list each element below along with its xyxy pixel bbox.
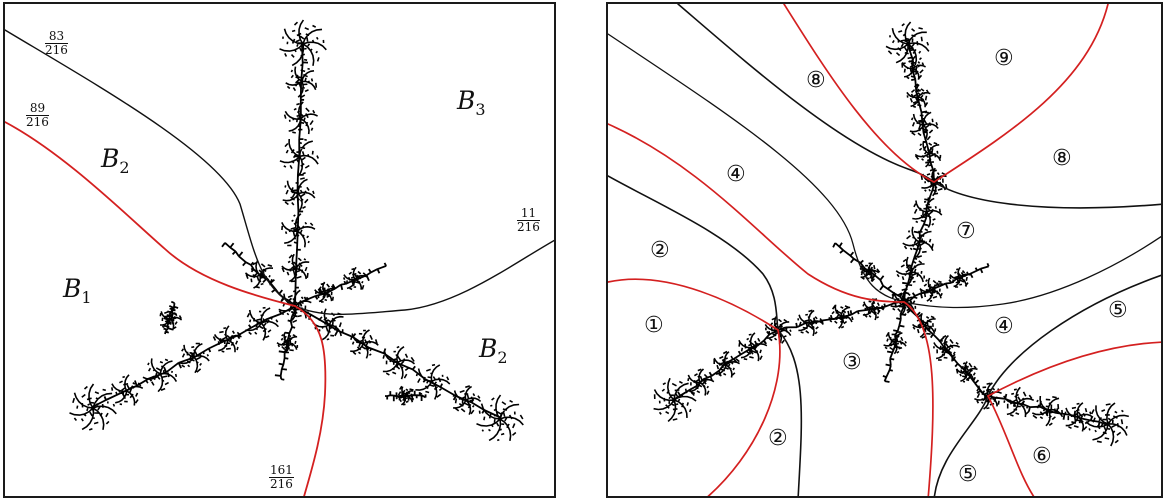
fractal-branch-node <box>1064 402 1094 432</box>
ray-red-5 <box>783 4 935 183</box>
fractal-branch-node <box>955 361 978 383</box>
right-panel: ⑨ ⑧ ⑧ ④ ⑦ ② ① ④ ⑤ ③ ② ⑥ ⑤ <box>606 2 1163 498</box>
fractal-branch-node <box>914 140 942 168</box>
marker-7: ⑦ <box>956 219 976 244</box>
fractal-branch-node <box>1031 395 1064 427</box>
region-label-b2-lower: B2 <box>479 334 508 367</box>
marker-8-upper: ⑧ <box>806 68 826 93</box>
ray-83-216 <box>5 29 296 307</box>
ray-red-7 <box>987 341 1161 397</box>
fractal-branch-node <box>933 334 960 362</box>
ray-red-3 <box>608 278 779 331</box>
fractal-branch-node <box>797 309 824 337</box>
fractal-branch-node <box>890 288 918 316</box>
fractal-branch-node <box>1003 386 1035 418</box>
fractal-branch-node <box>282 177 316 211</box>
fractal-branch-node <box>142 358 178 393</box>
fractal-branch-node <box>69 383 117 431</box>
left-julia-set <box>69 19 524 442</box>
region-label-b2-upper: B2 <box>101 144 130 177</box>
fractal-branch-node <box>314 281 336 303</box>
fractal-branch-node <box>713 350 740 378</box>
ray-11-216 <box>294 239 554 316</box>
fractal-branch-node <box>901 55 926 80</box>
fractal-branch-node <box>159 307 183 331</box>
fractal-branch-node <box>476 394 524 442</box>
ray-black-6 <box>933 181 1161 209</box>
marker-8-right: ⑧ <box>1052 146 1072 171</box>
marker-4-right: ④ <box>994 314 1014 339</box>
fractal-branch-node <box>212 325 242 353</box>
ray-black-5 <box>677 4 935 183</box>
ray-black-3 <box>608 175 779 331</box>
marker-5-bottom: ⑤ <box>958 462 978 487</box>
marker-3: ③ <box>842 350 862 375</box>
fractal-branch-node <box>111 374 144 406</box>
fractal-branch-node <box>350 329 379 359</box>
fractal-branch-node <box>245 306 279 341</box>
fractal-branch-node <box>394 385 414 406</box>
fractal-branch-node <box>738 332 768 362</box>
ray-red-1 <box>608 123 905 303</box>
left-julia-diagram <box>5 19 554 496</box>
marker-2-left: ② <box>650 238 670 263</box>
fractal-branch-node <box>909 111 939 141</box>
ray-89-216 <box>5 121 296 307</box>
right-julia-diagram <box>608 4 1161 496</box>
ray-black-4 <box>777 329 803 496</box>
fractal-branch-node <box>653 377 697 422</box>
marker-4-upper: ④ <box>726 162 746 187</box>
fractal-branch-node <box>281 213 316 248</box>
right-julia-set <box>653 21 1129 447</box>
fractal-branch-node <box>452 385 482 415</box>
fractal-branch-node <box>1085 402 1129 447</box>
ray-red-2 <box>903 301 934 496</box>
fractal-branch-node <box>885 21 930 66</box>
fractal-branch-node <box>415 363 451 400</box>
ray-161-216 <box>294 305 327 496</box>
marker-6: ⑥ <box>1032 444 1052 469</box>
marker-9: ⑨ <box>994 46 1014 71</box>
fractal-branch-node <box>179 342 210 374</box>
fractal-branch-node <box>283 101 318 135</box>
fractal-branch-node <box>895 256 926 287</box>
fractal-branch-node <box>974 382 1002 410</box>
fractal-branch-node <box>948 266 971 288</box>
fractal-branch-node <box>279 19 327 67</box>
fractal-branch-node <box>883 331 907 355</box>
fractal-branch-node <box>912 196 943 228</box>
ray-black-7 <box>933 395 989 496</box>
marker-5-right: ⑤ <box>1108 298 1128 323</box>
fractal-branch-node <box>902 226 934 259</box>
ray-black-8 <box>987 274 1161 397</box>
ray-red-8 <box>987 395 1035 496</box>
region-label-b3: B3 <box>457 86 486 119</box>
fractal-filament <box>294 262 387 307</box>
fractal-branch-node <box>285 66 318 98</box>
ray-black-2 <box>903 235 1161 309</box>
marker-1: ① <box>644 313 664 338</box>
fractal-branch-node <box>281 253 310 283</box>
ray-red-6 <box>933 4 1109 183</box>
fractal-branch-node <box>342 266 368 291</box>
fractal-branch-node <box>687 368 715 396</box>
fractal-branch-node <box>382 345 415 380</box>
ray-red-4 <box>707 329 781 496</box>
fractal-branch-node <box>862 297 885 321</box>
marker-2-bottom: ② <box>768 426 788 451</box>
fractal-branch-node <box>276 332 299 355</box>
fractal-branch-node <box>279 138 320 177</box>
fractal-branch-node <box>828 304 854 329</box>
ray-black-1 <box>608 33 905 303</box>
fractal-branch-node <box>906 83 931 108</box>
region-label-b1: B1 <box>63 274 92 307</box>
fractal-branch-node <box>919 277 943 302</box>
